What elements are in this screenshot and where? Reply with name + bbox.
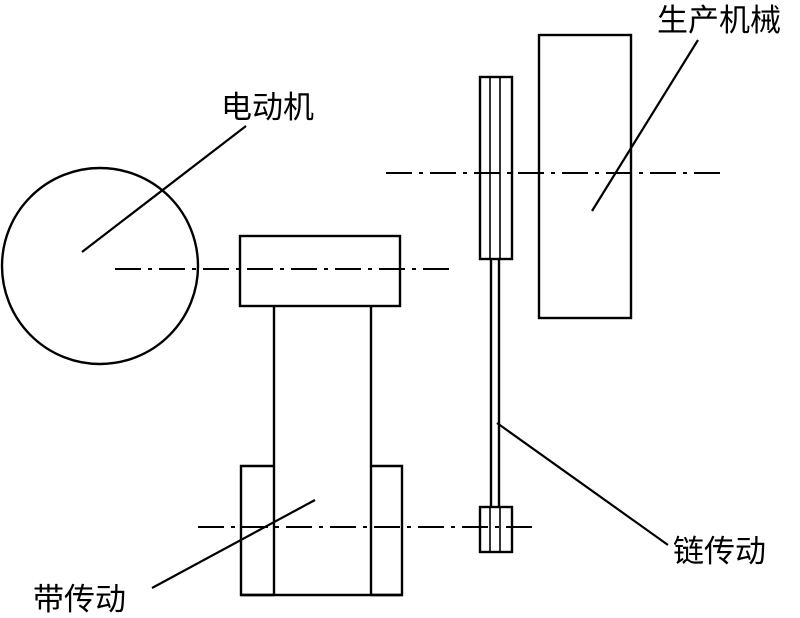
upper-sprocket bbox=[478, 75, 514, 261]
belt-leader-line bbox=[151, 499, 316, 589]
motor-leader-line bbox=[81, 125, 247, 253]
belt-drive-label: 带传动 bbox=[33, 582, 126, 618]
lower-pulley-right bbox=[371, 464, 404, 597]
machine-leader-line bbox=[591, 39, 699, 212]
motor-label: 电动机 bbox=[221, 90, 314, 126]
production-machine-block bbox=[537, 33, 633, 320]
upper-pulley bbox=[238, 234, 402, 308]
lower-sprocket bbox=[478, 505, 514, 554]
chain-leader-line bbox=[496, 422, 669, 546]
motor-circle bbox=[0, 166, 200, 366]
chain-drive-label: 链传动 bbox=[673, 534, 766, 570]
production-machine-label: 生产机械 bbox=[657, 3, 781, 39]
